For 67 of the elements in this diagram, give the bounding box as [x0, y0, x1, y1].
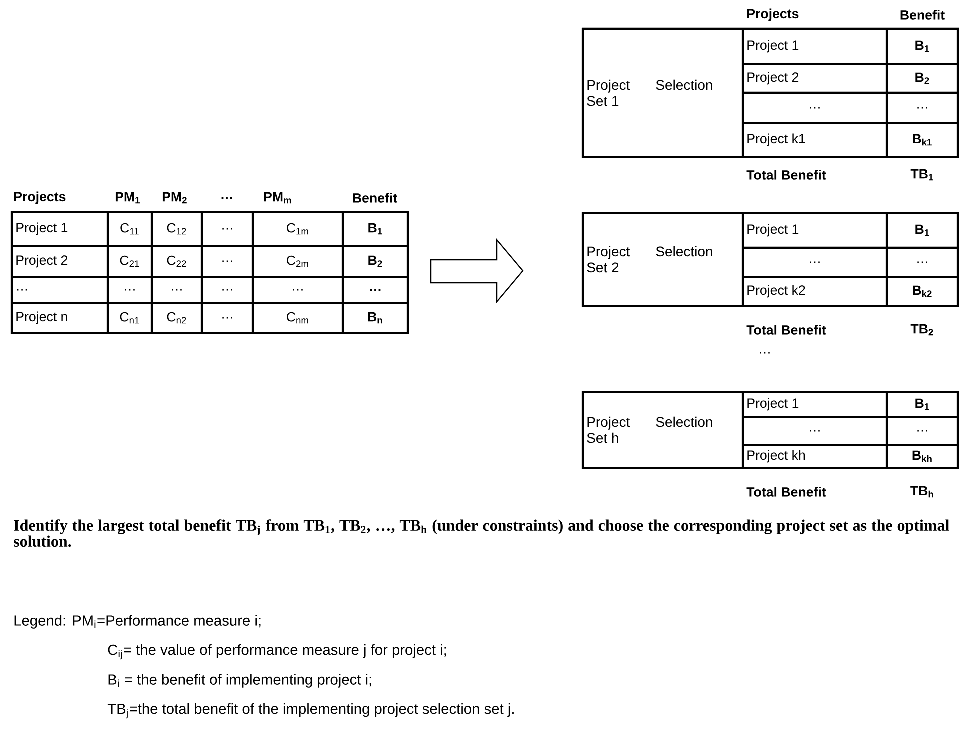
ellipsis: …	[918, 430, 928, 432]
set-label: Project Selection Set h	[587, 416, 712, 444]
table-cell: C$_{22}$	[167, 256, 186, 268]
ellipsis: …	[172, 289, 182, 291]
column-header: PM$_{m}$	[264, 192, 292, 204]
column-header: Benefit	[900, 10, 945, 20]
table-cell: B$_{k1}$	[913, 134, 932, 146]
ellipsis: …	[222, 289, 232, 291]
table-cell: Project 1	[748, 40, 799, 53]
ellipsis: …	[293, 289, 303, 291]
total-label: Total Benefit	[746, 325, 826, 335]
table-cell: C$_{12}$	[167, 223, 186, 235]
table-cell: Project 2	[16, 255, 68, 268]
ellipsis: …	[810, 107, 820, 109]
table-cell: Project k1	[748, 134, 806, 146]
table-cell: Project 1	[748, 224, 799, 237]
table-cell: C$_{n1}$	[120, 312, 140, 324]
ellipsis: …	[17, 289, 28, 291]
total-label: Total Benefit	[746, 487, 826, 497]
ellipsis: …	[760, 352, 770, 354]
column-header: PM$_{2}$	[162, 192, 187, 204]
table-cell: B$_{1}$	[916, 398, 930, 410]
table-cell: …	[370, 289, 381, 291]
legend-text: TB$_{j}$=the total benefit of the implementing project selection set j.	[108, 703, 514, 719]
legend-text: B$_{i}$ = the benefit of implementing project i;	[108, 674, 372, 688]
ellipsis: …	[918, 262, 928, 264]
set-label: Project Selection Set 2	[587, 246, 712, 273]
table-cell: Project k2	[748, 285, 806, 298]
table-cell: B$_{1}$	[916, 224, 930, 236]
table-cell: Project 2	[748, 72, 799, 85]
table-cell: Project 1	[748, 398, 799, 411]
table-cell: …	[222, 260, 232, 262]
table-cell: B$_{k2}$	[913, 286, 932, 298]
table-cell: C$_{21}$	[120, 256, 140, 268]
table-cell: Project 1	[16, 222, 68, 236]
legend-text: Legend: PM$_{i}$=Performance measure i;	[14, 615, 261, 629]
total-label: Total Benefit	[746, 170, 826, 180]
table-cell: B$_{2}$	[368, 256, 382, 268]
ellipsis: …	[918, 107, 928, 109]
table-cell: B$_{2}$	[916, 72, 930, 84]
table-cell: B$_{1}$	[916, 40, 930, 52]
column-header: Benefit	[353, 193, 398, 203]
table-cell: C$_{2m}$	[287, 256, 308, 268]
column-header: PM$_{1}$	[116, 192, 140, 204]
total-label: TB$_{1}$	[910, 169, 934, 181]
table-cell: B$_{n}$	[368, 312, 382, 324]
table-cell: …	[222, 228, 232, 230]
table-cell: Project kh	[748, 450, 805, 463]
statement-text: Identify the largest total benefit TB$_{j}$ from TB$_{1}$, TB$_{2}$, …, TB$_{h}$ (under constraints) and choose the corresponding project set as the optimal solution.	[14, 520, 950, 548]
table-cell: Project n	[16, 312, 68, 324]
column-header: Projects	[748, 8, 799, 22]
total-label: TB$_{h}$	[910, 486, 934, 498]
column-header: Projects	[14, 192, 66, 204]
table-cell: C$_{nm}$	[287, 312, 308, 324]
table-cell: B$_{kh}$	[912, 450, 932, 462]
legend-text: C$_{ij}$= the value of performance measure j for project i;	[108, 644, 446, 660]
table-cell: …	[222, 317, 232, 319]
table-cell: B$_{1}$	[368, 223, 382, 235]
set-label: Project Selection Set 1	[587, 80, 712, 106]
ellipsis: …	[810, 262, 820, 264]
ellipsis: …	[125, 289, 135, 291]
table-cell: C$_{11}$	[120, 223, 139, 235]
total-label: TB$_{2}$	[910, 324, 934, 336]
table-cell: C$_{1m}$	[287, 223, 308, 235]
table-cell: C$_{n2}$	[167, 312, 186, 324]
column-header: …	[222, 197, 232, 199]
ellipsis: …	[810, 430, 820, 432]
